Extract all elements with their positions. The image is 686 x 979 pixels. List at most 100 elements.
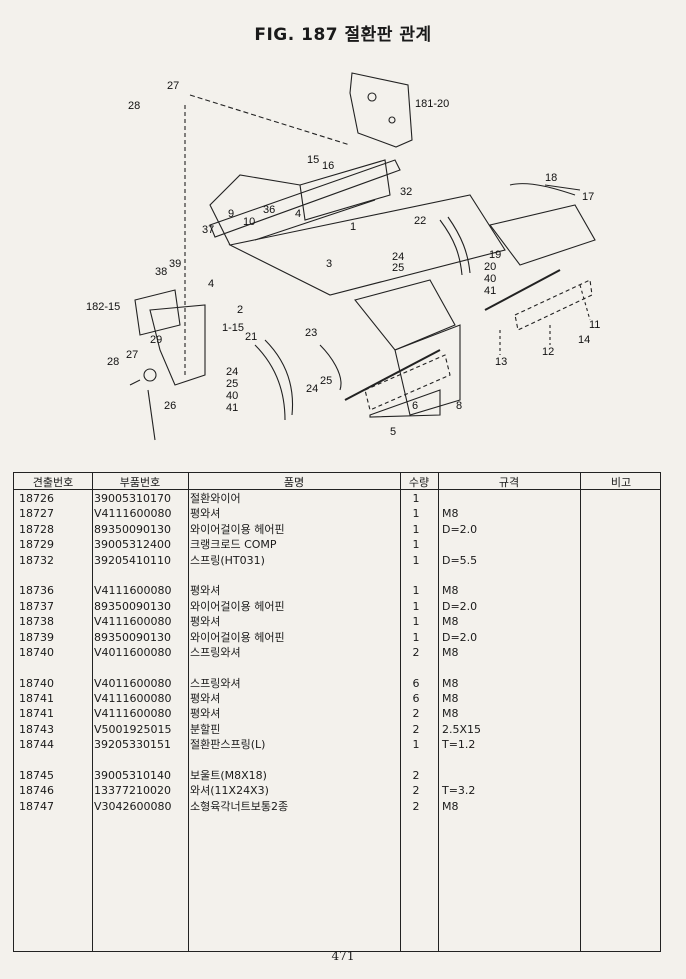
cell-bunhao: 18726 xyxy=(19,492,54,505)
cell-part-no: 39205330151 xyxy=(94,738,171,752)
svg-text:17: 17 xyxy=(582,191,594,203)
svg-text:6: 6 xyxy=(412,400,418,412)
svg-text:25: 25 xyxy=(226,378,238,390)
svg-text:1: 1 xyxy=(350,221,356,233)
cell-name: 절환판스프링(L) xyxy=(190,738,266,752)
cell-bunhao: 18728 xyxy=(19,522,54,536)
svg-text:19: 19 xyxy=(489,249,501,261)
cell-part-no: V4111600080 xyxy=(94,615,172,629)
svg-text:15: 15 xyxy=(307,154,319,166)
cell-spec: M8 xyxy=(442,676,459,690)
cell-name: 평와셔 xyxy=(190,707,221,721)
cell-part-no: V5001925015 xyxy=(94,722,172,736)
cell-name: 와셔(11X24X3) xyxy=(190,784,269,798)
cell-spec: M8 xyxy=(442,507,459,521)
svg-text:37: 37 xyxy=(202,224,214,236)
cell-spec: T=3.2 xyxy=(442,784,476,798)
cell-part-no: V4111600080 xyxy=(94,507,172,521)
page-number: 471 xyxy=(331,949,355,963)
cell-name: 크랭크로드 COMP xyxy=(190,538,277,552)
cell-spec: M8 xyxy=(442,707,459,721)
svg-text:1-15: 1-15 xyxy=(222,322,244,334)
header-qty: 수량 xyxy=(408,476,430,489)
svg-text:4: 4 xyxy=(295,208,301,220)
svg-text:22: 22 xyxy=(414,215,426,227)
cell-name: 스프링(HT031) xyxy=(190,553,265,567)
svg-text:182-15: 182-15 xyxy=(86,301,120,313)
svg-text:16: 16 xyxy=(322,160,334,172)
cell-spec: D=5.5 xyxy=(442,553,478,567)
svg-text:2: 2 xyxy=(237,304,243,316)
svg-text:39: 39 xyxy=(169,258,181,270)
cell-bunhao: 18740 xyxy=(19,645,54,659)
cell-part-no: V4011600080 xyxy=(94,645,172,659)
svg-text:24: 24 xyxy=(392,251,404,263)
cell-name: 평와셔 xyxy=(190,507,221,521)
cell-qty: 1 xyxy=(412,615,420,629)
svg-text:40: 40 xyxy=(484,273,496,285)
svg-text:23: 23 xyxy=(305,327,317,339)
cell-bunhao: 18738 xyxy=(19,615,54,629)
svg-text:20: 20 xyxy=(484,261,496,273)
cell-name: 평와셔 xyxy=(190,584,221,598)
cell-part-no: 13377210020 xyxy=(94,784,171,798)
svg-text:25: 25 xyxy=(320,375,332,387)
cell-name: 와이어걸이용 헤어핀 xyxy=(190,630,285,644)
svg-text:24: 24 xyxy=(226,366,238,378)
svg-text:10: 10 xyxy=(243,216,255,228)
cell-spec: D=2.0 xyxy=(442,630,478,644)
cell-part-no: 39005310170 xyxy=(94,492,171,505)
cell-qty: 1 xyxy=(412,522,420,536)
svg-text:36: 36 xyxy=(263,204,275,216)
cell-qty: 1 xyxy=(412,738,420,752)
cell-spec: M8 xyxy=(442,799,459,813)
cell-bunhao: 18745 xyxy=(19,769,54,783)
svg-text:38: 38 xyxy=(155,266,167,278)
cell-qty: 1 xyxy=(412,630,420,644)
cell-qty: 2 xyxy=(412,645,420,659)
cell-name: 소형육각너트보통2종 xyxy=(190,799,289,813)
cell-bunhao: 18729 xyxy=(19,538,54,552)
header-bunhao: 견출번호 xyxy=(32,476,74,489)
cell-name: 보울트(M8X18) xyxy=(190,769,267,783)
svg-text:21: 21 xyxy=(245,331,257,343)
cell-bunhao: 18732 xyxy=(19,553,54,567)
cell-name: 스프링와셔 xyxy=(190,676,241,690)
svg-text:25: 25 xyxy=(392,262,404,274)
svg-text:41: 41 xyxy=(484,285,496,297)
cell-qty: 2 xyxy=(412,799,420,813)
cell-part-no: 89350090130 xyxy=(94,599,171,613)
svg-text:14: 14 xyxy=(578,334,590,346)
cell-spec: M8 xyxy=(442,645,459,659)
svg-text:27: 27 xyxy=(167,80,179,92)
svg-text:9: 9 xyxy=(228,208,234,220)
cell-qty: 1 xyxy=(412,507,420,521)
cell-spec: 2.5X15 xyxy=(442,722,482,736)
figure-title: FIG. 187 절환판 관계 xyxy=(254,25,432,45)
svg-text:8: 8 xyxy=(456,400,462,412)
cell-part-no: 39005310140 xyxy=(94,769,171,783)
svg-text:27: 27 xyxy=(126,349,138,361)
cell-part-no: 39005312400 xyxy=(94,538,171,552)
cell-spec: D=2.0 xyxy=(442,522,478,536)
cell-bunhao: 18741 xyxy=(19,707,54,721)
svg-text:28: 28 xyxy=(128,100,140,112)
cell-name: 스프링와셔 xyxy=(190,645,241,659)
table-row xyxy=(14,660,660,675)
svg-text:29: 29 xyxy=(150,334,162,346)
cell-part-no: 89350090130 xyxy=(94,522,171,536)
svg-text:12: 12 xyxy=(542,346,554,358)
